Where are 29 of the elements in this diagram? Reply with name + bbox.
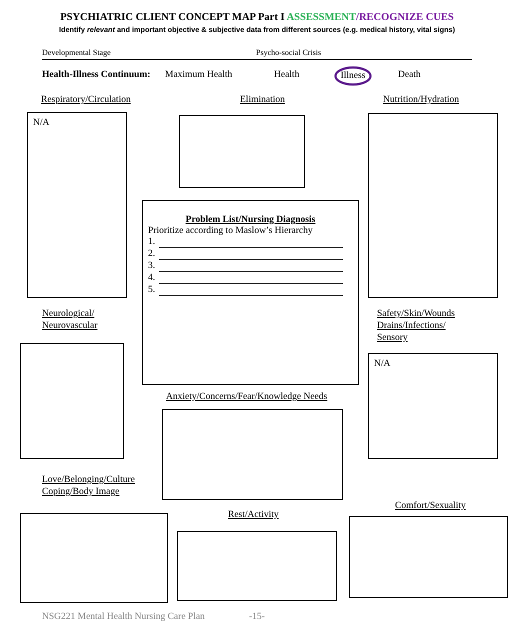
section-heading: Comfort/Sexuality — [395, 500, 466, 512]
instruction-text: Prioritize according to Maslow’s Hierarchy — [148, 226, 313, 236]
section-heading: Safety/Skin/Wounds Drains/Infections/ Sensory — [377, 308, 456, 344]
box-note: N/A — [374, 359, 390, 369]
field-label: Psycho-social Crisis — [256, 48, 322, 57]
list-number: 1. — [148, 237, 156, 247]
list-number: 5. — [148, 285, 156, 295]
section-heading: Problem List/Nursing Diagnosis — [184, 215, 316, 225]
continuum-label: Health-Illness Continuum: — [42, 70, 150, 80]
continuum-option: Illness — [340, 71, 366, 81]
box-note: N/A — [33, 118, 50, 128]
section-heading: Neurological/ Neurovascular — [42, 308, 98, 332]
list-number: 3. — [148, 261, 156, 271]
list-number: 4. — [148, 273, 156, 283]
section-heading: Respiratory/Circulation — [41, 94, 131, 106]
list-number: 2. — [148, 249, 156, 259]
continuum-option: Maximum Health — [165, 70, 232, 80]
section-heading: Elimination — [240, 94, 285, 106]
page-title: PSYCHIATRIC CLIENT CONCEPT MAP Part I ASSESSMENT/RECOGNIZE CUES — [59, 12, 455, 23]
continuum-option: Health — [274, 70, 300, 80]
section-heading: Anxiety/Concerns/Fear/Knowledge Needs — [166, 391, 328, 403]
field-label: Developmental Stage — [42, 48, 111, 57]
problem-list-box — [142, 200, 359, 385]
page-number: -15- — [249, 612, 265, 622]
section-heading: Rest/Activity — [228, 509, 279, 521]
footer-text: NSG221 Mental Health Nursing Care Plan — [42, 612, 205, 622]
section-heading: Love/Belonging/Culture Coping/Body Image — [42, 474, 136, 498]
section-heading: Nutrition/Hydration — [383, 94, 459, 106]
continuum-option: Death — [398, 70, 421, 80]
